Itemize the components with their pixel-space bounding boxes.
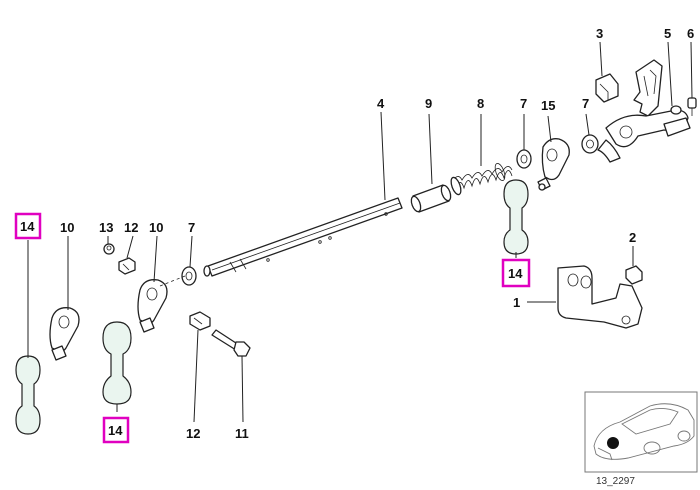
callout-10-middle: 10	[149, 220, 163, 235]
spring	[450, 163, 513, 196]
diagram-reference: 13_2297	[596, 476, 635, 487]
nut-5	[670, 105, 682, 115]
shift-arm-left-b	[137, 279, 168, 333]
shift-rod	[203, 197, 403, 277]
rubber-bushing-right	[503, 179, 529, 255]
location-inset: 13_2297	[584, 391, 698, 487]
callout-5: 5	[664, 26, 671, 41]
callout-8: 8	[477, 96, 484, 111]
highlight-14-middle: 14	[102, 416, 130, 444]
callout-7-upper: 7	[582, 96, 589, 111]
clip-12-lower	[189, 311, 211, 331]
callout-1: 1	[513, 295, 520, 310]
washer-upper	[581, 134, 599, 154]
callout-12-lower: 12	[186, 426, 200, 441]
inset-frame	[584, 391, 698, 473]
callout-11: 11	[235, 426, 249, 441]
car-sketch	[593, 403, 695, 461]
callout-4: 4	[377, 96, 385, 111]
selector-assembly	[597, 59, 691, 163]
leader-lines	[27, 41, 693, 423]
clip-12-upper	[118, 257, 136, 275]
bolt	[211, 329, 251, 357]
shift-arm-left-a	[49, 307, 80, 361]
callout-6: 6	[687, 26, 694, 41]
callout-numbers: 3 5 6 4 9 8 7 15 7 2 1 10 13 12 10 7 12 …	[60, 26, 694, 441]
highlighted-callouts: 14 14 14	[14, 212, 531, 444]
location-marker	[607, 437, 619, 449]
callout-9: 9	[425, 96, 432, 111]
callout-2: 2	[629, 230, 636, 245]
screw-6	[687, 97, 697, 116]
callout-15: 15	[541, 98, 555, 113]
clip	[595, 73, 619, 103]
washer-left	[181, 266, 197, 286]
callout-7-left: 7	[188, 220, 195, 235]
cap-nut	[625, 265, 643, 285]
callout-14-middle: 14	[108, 423, 123, 438]
assembly-dash-line	[159, 275, 186, 287]
callout-14-right: 14	[508, 266, 523, 281]
callout-7-right: 7	[520, 96, 527, 111]
shift-arm-right	[537, 138, 570, 191]
callout-3: 3	[596, 26, 603, 41]
washer-right	[516, 149, 532, 169]
highlight-14-right: 14	[501, 258, 531, 288]
callout-10-left: 10	[60, 220, 74, 235]
nut-13	[103, 243, 115, 255]
callout-14-left: 14	[20, 219, 35, 234]
rubber-bushing-left	[15, 355, 41, 435]
callout-13: 13	[99, 220, 113, 235]
bracket	[557, 265, 643, 329]
highlight-14-left: 14	[14, 212, 42, 240]
rubber-bushing-middle	[102, 321, 132, 405]
callout-12-upper: 12	[124, 220, 138, 235]
sleeve	[410, 184, 452, 213]
